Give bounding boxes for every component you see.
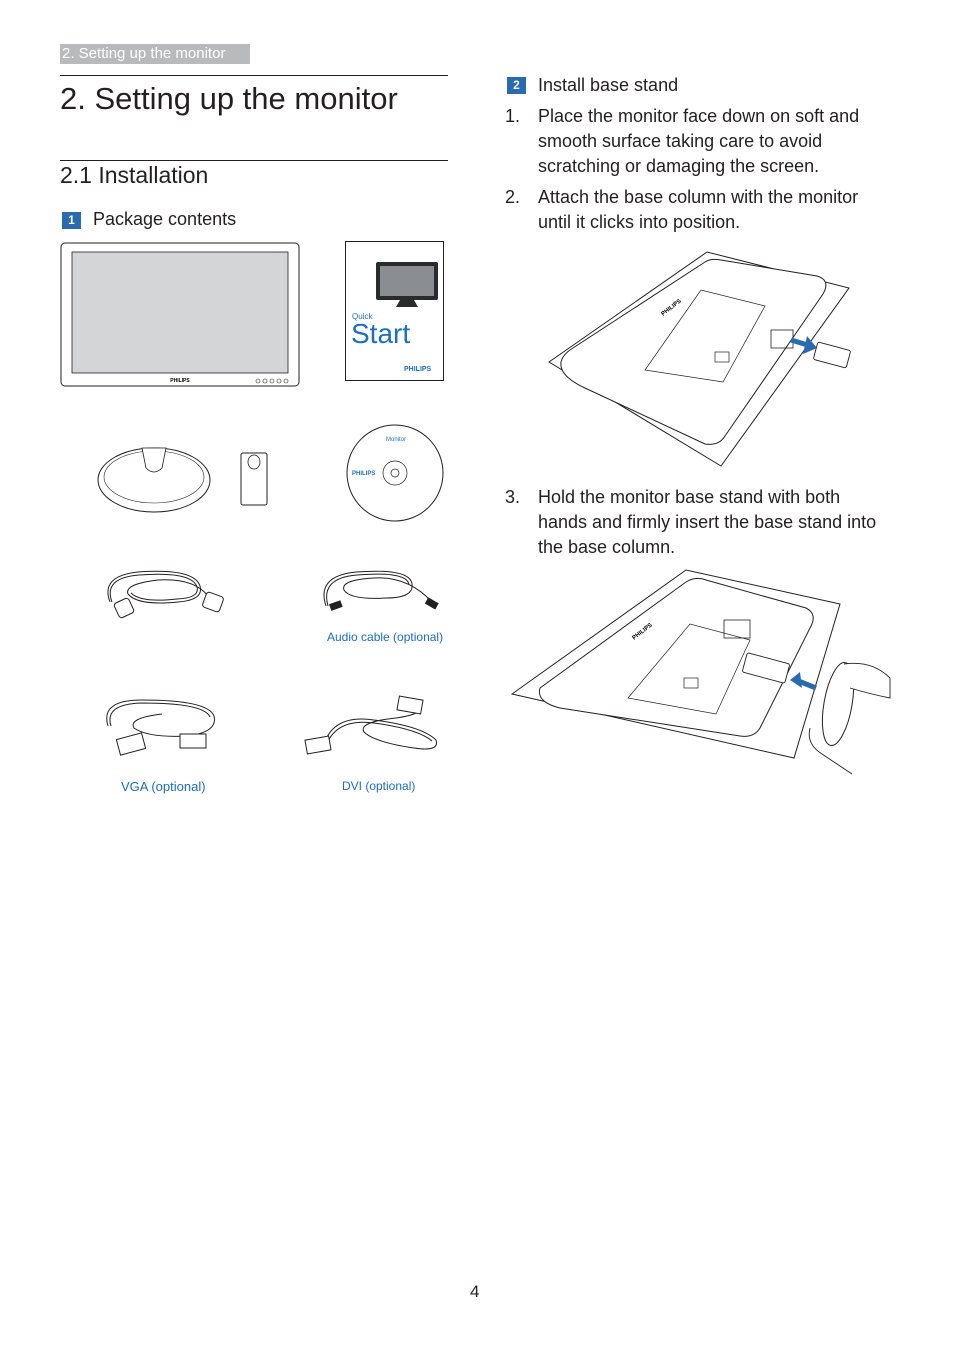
cd-illustration: PHILIPS Monitor (346, 424, 444, 522)
base-stand-illustration (97, 447, 211, 513)
base-column-illustration (240, 452, 268, 506)
step-text: Attach the base column with the monitor … (538, 187, 859, 232)
instruction-step-2: 2. Attach the base column with the monit… (505, 185, 925, 240)
section-title: 2.1 Installation (60, 162, 209, 188)
quick-start-booklet: Quick Start PHILIPS (345, 241, 444, 381)
step-badge-2: 2 (507, 77, 526, 94)
install-base-title: Install base stand (538, 75, 679, 95)
cd-label: Monitor (386, 437, 406, 443)
step-text: Hold the monitor base stand with both ha… (538, 487, 877, 557)
booklet-brand: PHILIPS (404, 366, 432, 373)
audio-cable-illustration (323, 570, 439, 611)
step-number: 1. (505, 106, 521, 126)
package-contents-title: Package contents (93, 209, 237, 229)
vga-cable-illustration (106, 699, 215, 756)
monitor-brand-label: PHILIPS (170, 378, 190, 384)
quick-label: Quick (352, 312, 373, 321)
attach-column-illustration: PHILIPS (548, 251, 851, 467)
page-number: 4 (470, 1282, 480, 1301)
power-cable-illustration (107, 570, 224, 619)
dvi-cable-illustration (304, 695, 438, 755)
step-number: 3. (505, 487, 521, 507)
booklet-monitor-image (376, 262, 438, 307)
vga-cable-caption: VGA (optional) (121, 779, 206, 794)
section-rule (60, 160, 448, 161)
chapter-title: 2. Setting up the monitor (60, 81, 398, 116)
step-number: 2. (505, 187, 521, 207)
instruction-step-1: 1. Place the monitor face down on soft a… (505, 104, 925, 184)
insert-stand-illustration: PHILIPS (510, 569, 891, 775)
start-label: Start (351, 318, 411, 349)
audio-cable-caption: Audio cable (optional) (327, 630, 444, 644)
chapter-rule (60, 75, 448, 76)
monitor-illustration: PHILIPS (60, 242, 300, 387)
step-text: Place the monitor face down on soft and … (538, 106, 860, 176)
cd-brand: PHILIPS (352, 471, 375, 477)
step-badge-1: 1 (62, 212, 81, 229)
dvi-cable-caption: DVI (optional) (342, 779, 416, 793)
running-head: 2. Setting up the monitor (60, 44, 250, 64)
instruction-step-3: 3. Hold the monitor base stand with both… (505, 485, 925, 565)
